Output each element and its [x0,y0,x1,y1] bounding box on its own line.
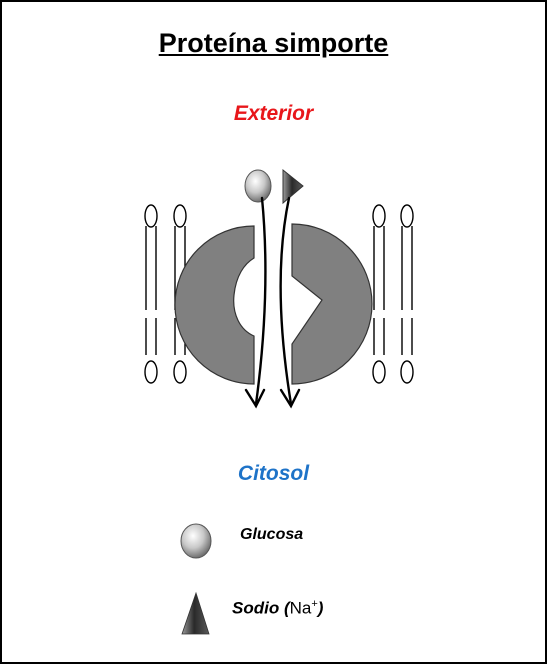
glucose-arrow [256,198,265,404]
membrane-right [373,205,413,383]
phospholipid-right-1 [373,205,385,383]
protein-left-half [175,226,254,384]
protein-right-half [292,224,372,384]
legend-sodium-word: Sodio [232,599,279,618]
glucose-molecule [245,170,271,202]
sodium-triangle-icon [182,593,209,634]
sodium-arrow [281,198,291,404]
phospholipid-right-2 [401,205,413,383]
sodium-ion [283,170,303,203]
legend-sodium-label: Sodio (Na+) [232,598,323,619]
legend-sodium-close-paren: ) [318,599,324,618]
legend-glucose-label: Glucosa [240,526,303,544]
symport-protein [175,224,372,384]
phospholipid-left-1 [145,205,157,383]
legend-sodium-symbol: Na [290,599,312,618]
glucose-sphere-icon [181,524,211,558]
